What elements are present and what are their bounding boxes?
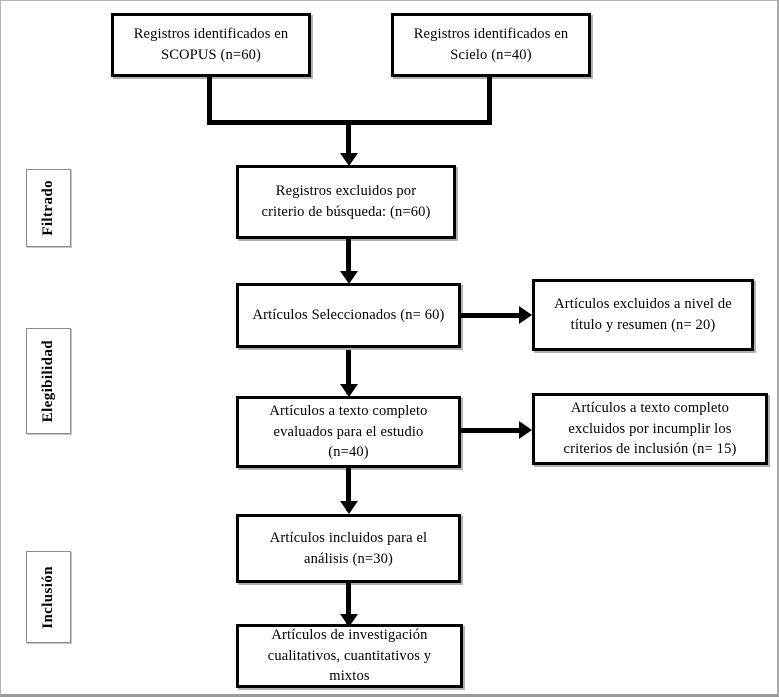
node-text: Artículos incluidos para el análisis (n=… — [269, 529, 428, 567]
node-source-scielo[interactable]: Registros identificados en Scielo (n=40) — [391, 13, 591, 77]
node-source-scopus[interactable]: Registros identificados en SCOPUS (n=60) — [111, 13, 311, 77]
node-excluded-search-criteria[interactable]: Registros excluidos por criterio de búsq… — [236, 165, 456, 239]
node-text: Artículos a texto completo evaluados par… — [269, 403, 428, 461]
connector-selected-to-excluded-title — [461, 313, 523, 318]
node-research-types[interactable]: Artículos de investigación cualitativos,… — [236, 624, 463, 688]
arrow-right-to-excluded-title — [519, 306, 532, 324]
node-excluded-title-abstract[interactable]: Artículos excluidos a nivel de título y … — [532, 279, 754, 351]
arrow-down-to-selected — [340, 271, 358, 284]
connector-excluded-to-selected — [346, 237, 351, 279]
stage-label-text: Inclusión — [40, 565, 56, 629]
node-included-analysis[interactable]: Artículos incluidos para el análisis (n=… — [236, 514, 461, 583]
connector-fulltext-to-included — [346, 466, 351, 511]
stage-label-elegibilidad: Elegibilidad — [26, 328, 71, 434]
stage-label-text: Filtrado — [40, 180, 56, 236]
node-text: Artículos Seleccionados (n= 60) — [252, 307, 445, 324]
stage-label-filtrado: Filtrado — [26, 169, 71, 247]
arrow-down-to-included — [340, 501, 358, 514]
connector-merge-down — [346, 120, 351, 159]
node-text: Artículos excluidos a nivel de título y … — [554, 296, 732, 333]
arrow-down-to-research — [340, 614, 358, 627]
connector-included-to-research — [346, 581, 351, 624]
node-text: Registros identificados en SCOPUS (n=60) — [133, 26, 289, 63]
connector-selected-to-fulltext — [346, 350, 351, 394]
node-fulltext-assessed[interactable]: Artículos a texto completo evaluados par… — [236, 396, 461, 468]
node-text: Registros excluidos por criterio de búsq… — [261, 183, 431, 220]
node-selected-articles[interactable]: Artículos Seleccionados (n= 60) — [236, 283, 461, 348]
node-text: Artículos a texto completo excluidos por… — [563, 400, 737, 458]
arrow-right-to-fulltext-excluded — [519, 421, 532, 439]
node-text: Registros identificados en Scielo (n=40) — [413, 26, 569, 63]
connector-fulltext-to-excluded — [461, 428, 523, 433]
stage-label-text: Elegibilidad — [40, 339, 56, 423]
connector-scopus-drop — [207, 75, 212, 125]
stage-label-inclusion: Inclusión — [26, 551, 71, 643]
arrow-down-to-excluded-search — [340, 153, 358, 166]
arrow-down-to-fulltext — [340, 384, 358, 397]
node-fulltext-excluded[interactable]: Artículos a texto completo excluidos por… — [532, 393, 768, 465]
connector-scielo-drop — [487, 75, 492, 125]
node-text: Artículos de investigación cualitativos,… — [267, 627, 432, 685]
